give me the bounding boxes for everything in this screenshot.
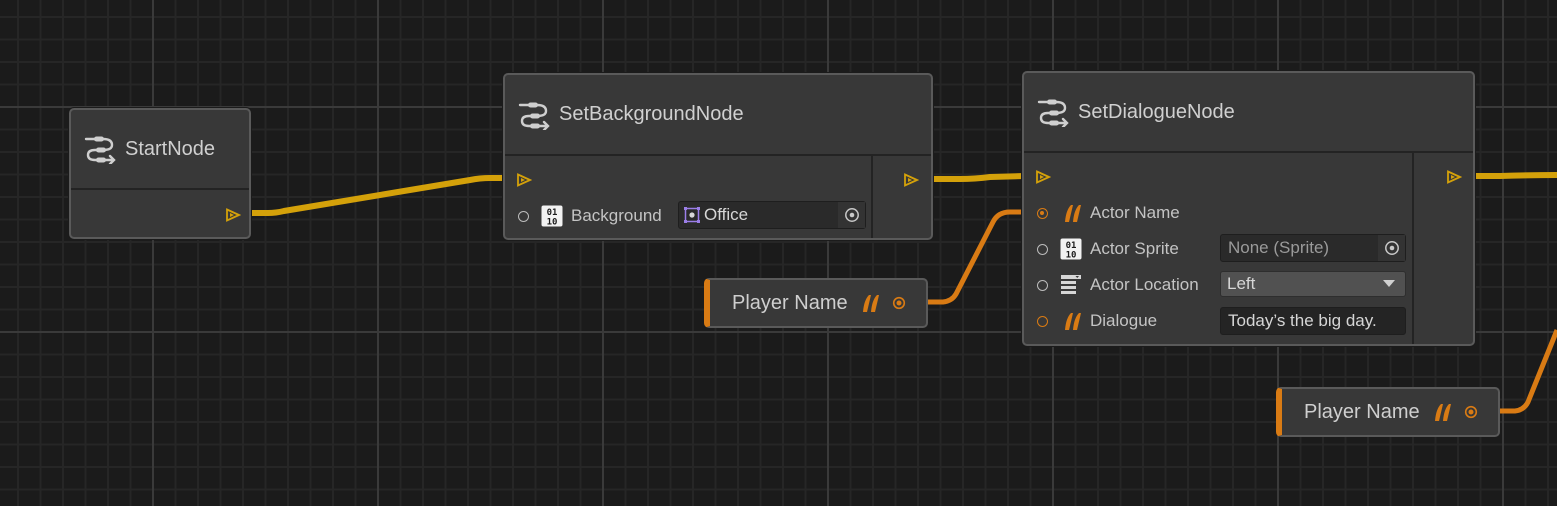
start-node[interactable]: StartNode — [69, 108, 251, 239]
object-picker-icon[interactable] — [1377, 235, 1405, 261]
string-quote-icon — [862, 295, 879, 312]
player-name-variable-node[interactable]: Player Name — [704, 278, 928, 328]
background-object-field[interactable]: Office — [678, 201, 866, 229]
svg-text:10: 10 — [547, 218, 558, 228]
variable-label: Player Name — [732, 291, 848, 314]
dialogue-text-field[interactable]: Today’s the big day. — [1220, 307, 1406, 335]
object-binary-icon: 01 10 — [541, 205, 563, 227]
node-title: StartNode — [125, 137, 216, 160]
player-name-variable-node[interactable]: Player Name — [1276, 387, 1500, 437]
string-out-pin[interactable] — [892, 296, 906, 310]
dialogue-input-port[interactable] — [1037, 315, 1048, 327]
actor-sprite-input-port[interactable] — [1037, 243, 1048, 255]
exec-out-pin[interactable] — [225, 208, 241, 222]
svg-text:10: 10 — [1066, 251, 1077, 261]
input-ports: Actor Name 01 10 Actor Sprite None (Spri… — [1024, 153, 1414, 344]
flow-icon — [84, 136, 116, 164]
sprite-asset-icon — [684, 207, 700, 223]
string-out-pin[interactable] — [1464, 405, 1478, 419]
field-value: Left — [1227, 274, 1256, 293]
actor-location-input-port[interactable] — [1037, 279, 1048, 291]
node-title: SetBackgroundNode — [559, 103, 744, 125]
output-ports — [873, 156, 931, 238]
exec-in-pin[interactable] — [1035, 170, 1051, 184]
actor-sprite-row: 01 10 Actor Sprite — [1037, 237, 1179, 261]
object-picker-icon[interactable] — [837, 202, 865, 228]
flow-icon — [1037, 99, 1069, 127]
exec-in-pin[interactable] — [516, 173, 532, 187]
actor-sprite-object-field[interactable]: None (Sprite) — [1220, 234, 1406, 262]
actor-location-row: Actor Location — [1037, 273, 1199, 297]
variable-label: Player Name — [1304, 400, 1420, 423]
input-ports: 01 10 Background Office — [505, 156, 873, 238]
field-value: None (Sprite) — [1228, 238, 1330, 257]
node-header[interactable]: SetBackgroundNode — [505, 75, 931, 156]
background-input-port[interactable] — [518, 210, 529, 222]
enum-list-icon — [1061, 275, 1081, 294]
exec-out-pin[interactable] — [1446, 170, 1462, 184]
flow-icon — [518, 102, 550, 130]
set-dialogue-node[interactable]: SetDialogueNode Actor Name — [1022, 71, 1475, 346]
field-value: Today’s the big day. — [1228, 311, 1377, 330]
field-label: Actor Location — [1090, 275, 1199, 294]
field-label: Background — [571, 206, 662, 225]
object-binary-icon: 01 10 — [1060, 238, 1082, 260]
node-header[interactable]: SetDialogueNode — [1024, 73, 1473, 153]
exec-out-pin[interactable] — [903, 173, 919, 187]
actor-location-dropdown[interactable]: Left — [1220, 271, 1406, 297]
string-quote-icon — [1065, 313, 1081, 330]
field-label: Dialogue — [1090, 311, 1158, 330]
node-title: SetDialogueNode — [1078, 100, 1235, 123]
output-ports — [1414, 153, 1473, 344]
svg-text:01: 01 — [1066, 241, 1077, 251]
dropdown-arrow-icon — [1383, 280, 1395, 287]
background-field-row: 01 10 Background — [518, 204, 662, 228]
dialogue-row: Dialogue — [1037, 309, 1157, 333]
string-quote-icon — [1065, 205, 1081, 222]
string-quote-icon — [1434, 404, 1451, 421]
field-value: Office — [704, 205, 749, 224]
field-label: Actor Name — [1090, 203, 1180, 222]
actor-name-row: Actor Name — [1037, 201, 1180, 225]
set-background-node[interactable]: SetBackgroundNode 01 10 Background — [503, 73, 933, 240]
svg-text:01: 01 — [547, 208, 558, 218]
node-header[interactable]: StartNode — [71, 110, 249, 190]
field-label: Actor Sprite — [1090, 239, 1179, 258]
actor-name-input-port[interactable] — [1037, 207, 1048, 219]
